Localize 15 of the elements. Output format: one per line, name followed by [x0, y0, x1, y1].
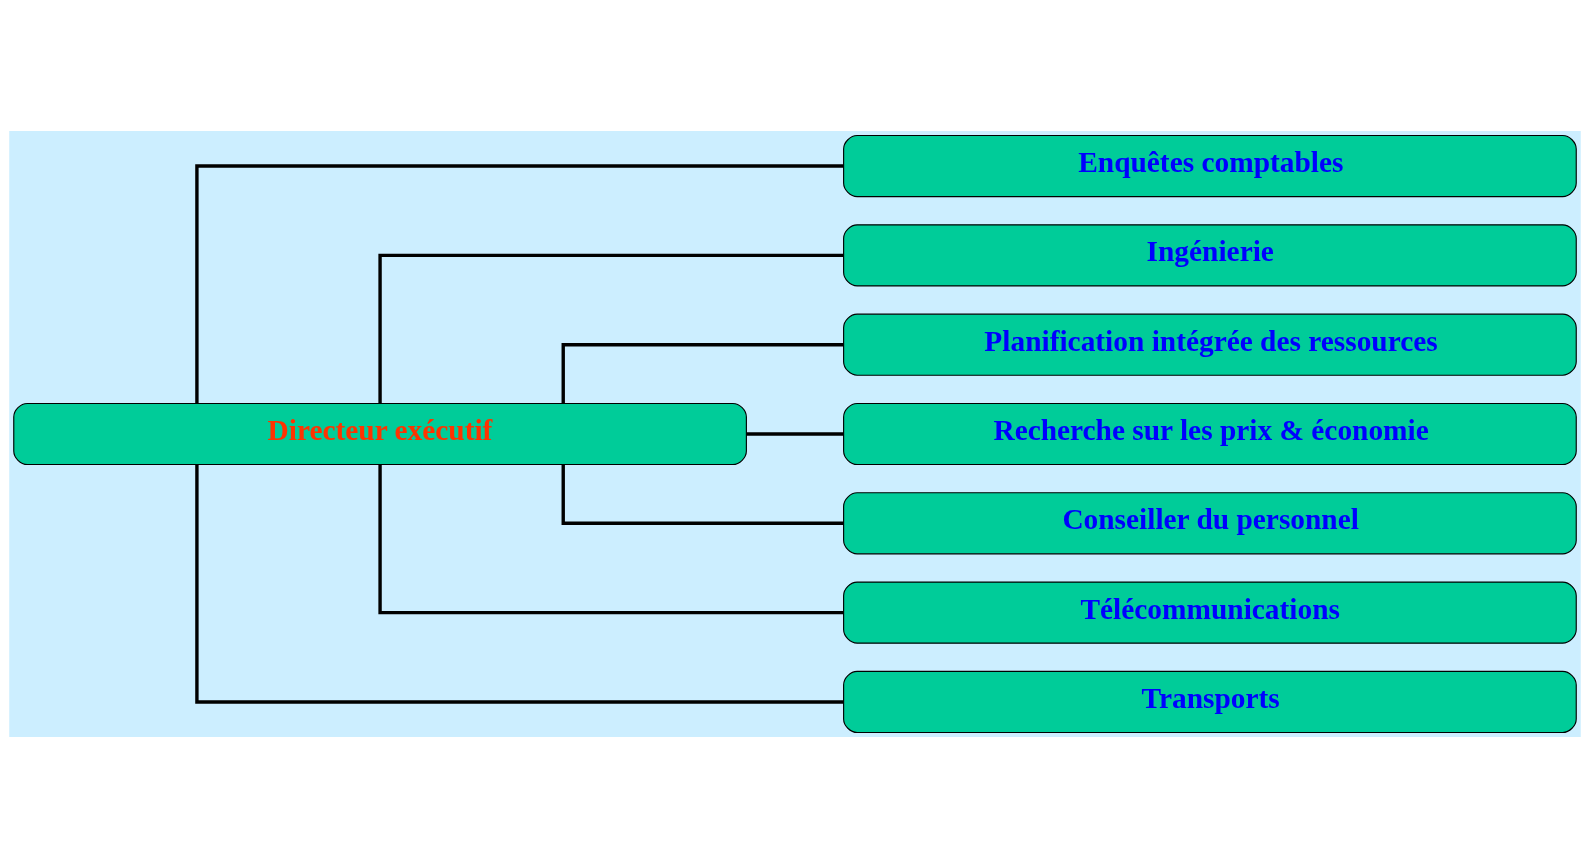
node-box: Télécommunications: [843, 581, 1577, 644]
node-box: Recherche sur les prix & économie: [843, 402, 1577, 466]
connector: [195, 464, 844, 704]
node-box: Planification intégrée des ressources: [843, 313, 1577, 376]
connector: [746, 432, 844, 436]
connector: [561, 343, 844, 404]
connector: [195, 164, 844, 404]
node-box: Conseiller du personnel: [843, 492, 1577, 555]
connector: [378, 464, 844, 615]
connector: [561, 464, 844, 525]
node-box: Transports: [843, 670, 1577, 734]
connector: [378, 253, 844, 404]
node-box: Ingénierie: [843, 224, 1577, 287]
node-box: Enquêtes comptables: [843, 134, 1577, 198]
node-box: Directeur exécutif: [13, 402, 747, 466]
